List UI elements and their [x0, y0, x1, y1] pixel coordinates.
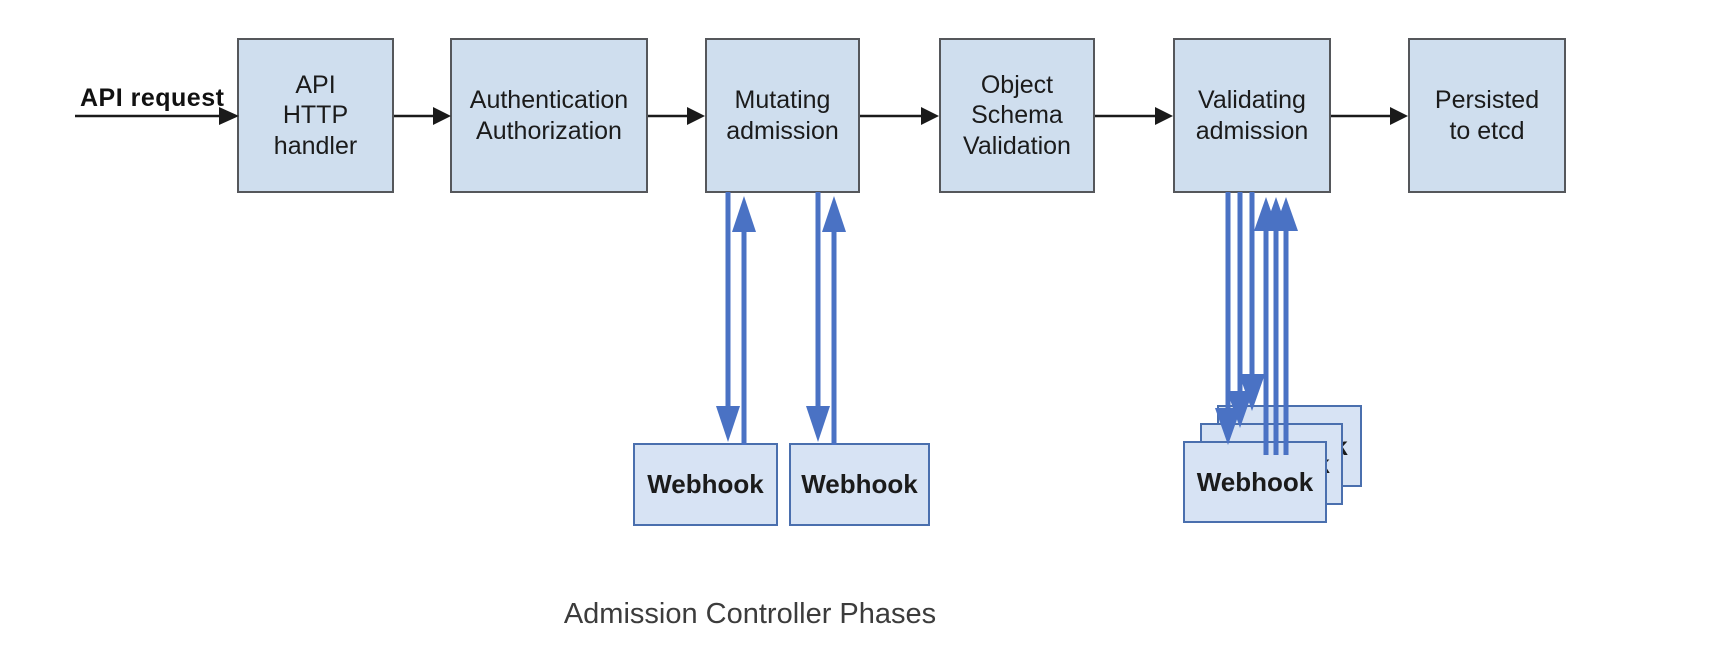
mutating-webhook-label-2: Webhook: [801, 469, 918, 499]
phase-box-mutating-admission: Mutating admission: [705, 38, 860, 193]
arrow-handler-to-authentication: [394, 107, 451, 125]
arrow-authentication-to-mutating: [648, 107, 705, 125]
validating-webhook-label-front: Webhook: [1196, 466, 1314, 497]
validating-webhook-box-front: Webhook: [1183, 441, 1327, 523]
arrow-mutating-to-schema: [860, 107, 939, 125]
arrow-validating-webhook-down-3: [1239, 192, 1265, 411]
arrow-mutating-webhook1-down: [716, 192, 740, 442]
phase-box-persisted-to-etcd: Persisted to etcd: [1408, 38, 1566, 193]
arrow-mutating-webhook2-up: [822, 196, 846, 445]
mutating-webhook-box-2: Webhook: [789, 443, 930, 526]
phase-label-validating-admission: Validating admission: [1195, 86, 1309, 145]
phase-label-api-http-handler: API HTTP handler: [273, 70, 358, 160]
arrow-validating-to-etcd: [1331, 107, 1408, 125]
phase-label-persisted-to-etcd: Persisted to etcd: [1434, 86, 1540, 145]
arrow-schema-to-validating: [1095, 107, 1173, 125]
arrow-mutating-webhook1-up: [732, 196, 756, 445]
phase-label-mutating-admission: Mutating admission: [726, 86, 839, 145]
phase-label-authentication-authorization: Authentication Authorization: [469, 86, 629, 145]
phase-box-api-http-handler: API HTTP handler: [237, 38, 394, 193]
phase-box-authentication-authorization: Authentication Authorization: [450, 38, 648, 193]
diagram-caption: Admission Controller Phases: [563, 598, 937, 630]
phase-box-validating-admission: Validating admission: [1173, 38, 1331, 193]
mutating-webhook-box-1: Webhook: [633, 443, 778, 526]
phase-box-object-schema-validation: Object Schema Validation: [939, 38, 1095, 193]
mutating-webhook-label-1: Webhook: [647, 469, 764, 499]
api-request-label: API request: [80, 84, 225, 112]
arrow-validating-webhook-down-2: [1227, 192, 1253, 428]
arrow-mutating-webhook2-down: [806, 192, 830, 442]
phase-label-object-schema-validation: Object Schema Validation: [963, 70, 1071, 160]
